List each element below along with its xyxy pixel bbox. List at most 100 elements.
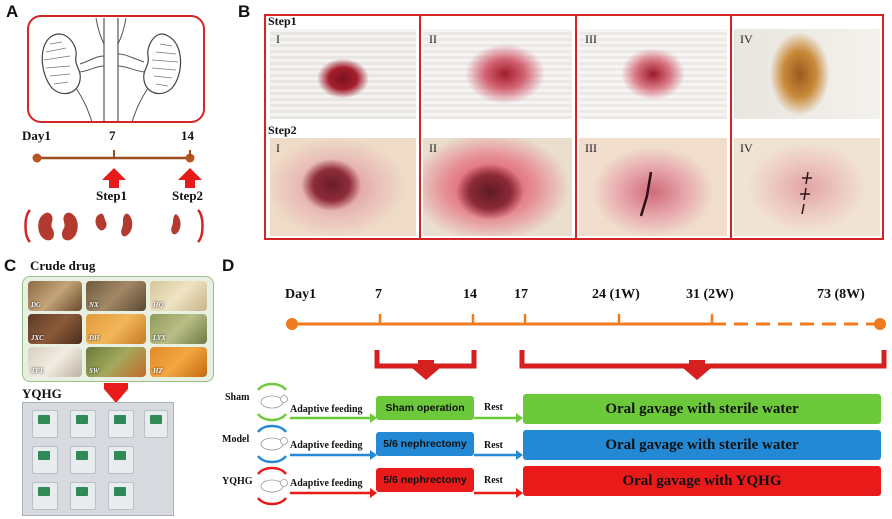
renal-vessels — [79, 53, 145, 73]
kidney-icon-4 — [121, 213, 133, 237]
sachet — [108, 482, 134, 510]
timeline-d-end-dot — [874, 318, 886, 330]
herb-hz: HZ — [150, 347, 207, 377]
step2-photo-2-roman: II — [429, 141, 437, 155]
timeline-d-label-14: 14 — [463, 287, 477, 302]
step2-photo-3: III — [579, 138, 727, 236]
yqhg-arc-bottom — [257, 497, 287, 506]
panel-b-step2-label: Step2 — [268, 123, 297, 137]
yqhg-treatment-box: Oral gavage with YQHG — [523, 466, 881, 496]
step1-photo-4: IV — [734, 29, 880, 119]
step2-photo-4-roman: IV — [740, 141, 753, 155]
timeline-a-start-dot — [32, 153, 42, 163]
kidney-icon-3 — [95, 213, 107, 231]
herb-sw-label: SW — [89, 367, 100, 375]
timeline-d-label-7: 7 — [375, 287, 382, 302]
sachet — [108, 410, 134, 438]
incision-line — [639, 171, 653, 217]
kidney-icon-5 — [171, 214, 181, 235]
herb-sw: SW — [86, 347, 146, 377]
sham-surgery-box: Sham operation — [376, 396, 474, 420]
anatomy-frame — [27, 15, 205, 123]
left-kidney-shape — [41, 33, 81, 95]
model-arc-bottom — [257, 455, 287, 464]
model-feeding-label: Adaptive feeding — [290, 440, 363, 451]
herb-dg: DG — [28, 281, 82, 311]
timeline-d-label-24: 24 (1W) — [592, 287, 640, 302]
herb-nx: NX — [86, 281, 146, 311]
kidney-row-right-bracket — [196, 209, 204, 243]
sachet — [108, 446, 134, 474]
down-arrow-icon — [104, 383, 128, 403]
group-label-sham: Sham — [225, 392, 250, 403]
right-kidney-hatch — [151, 43, 179, 87]
step1-photo-2: II — [423, 29, 572, 119]
yqhg-surgery-box: 5/6 nephrectomy — [376, 468, 474, 492]
step1-photo-4-roman: IV — [740, 32, 753, 46]
step2-up-arrow — [178, 168, 202, 188]
ureters — [75, 87, 149, 123]
sachet — [144, 410, 168, 438]
kidney-icon-2 — [62, 212, 78, 241]
sachet — [70, 482, 96, 510]
timeline-d-start-dot — [286, 318, 298, 330]
step1-up-arrow — [102, 168, 126, 188]
surgery-bracket — [374, 350, 477, 369]
treatment-bracket — [519, 350, 887, 369]
sham-arc-bottom — [257, 413, 287, 422]
group-label-model: Model — [222, 434, 250, 445]
step1-photo-3-roman: III — [585, 32, 597, 46]
sham-feeding-label: Adaptive feeding — [290, 404, 363, 415]
yqhg-product-label: YQHG — [22, 386, 62, 401]
step2-photo-2: II — [423, 138, 572, 236]
timeline-d-label-73: 73 (8W) — [817, 287, 865, 302]
herb-tfl-label: TFL — [31, 367, 45, 375]
step1-photo-2-roman: II — [429, 32, 437, 46]
sachet — [32, 410, 58, 438]
step1-label: Step1 — [96, 188, 128, 203]
sachet — [32, 446, 58, 474]
group-label-yqhg: YQHG — [222, 476, 253, 487]
left-kidney-hatch — [43, 41, 71, 85]
herb-nx-label: NX — [89, 301, 99, 309]
herb-tfl: TFL — [28, 347, 82, 377]
sachet — [32, 482, 58, 510]
timeline-a-14-label: 14 — [181, 128, 194, 143]
kidney-icon-1 — [38, 212, 54, 241]
crude-drug-title: Crude drug — [30, 258, 96, 273]
herb-dh: DH — [86, 314, 146, 344]
timeline-d-label-31: 31 (2W) — [686, 287, 734, 302]
herb-jxc-label: JXC — [31, 334, 44, 342]
surgery-bracket-arrow — [412, 360, 440, 380]
step1-photo-1: I — [270, 29, 416, 119]
sham-arc-top — [257, 382, 287, 391]
herb-hq: HQ — [150, 281, 207, 311]
herb-hq-label: HQ — [153, 301, 164, 309]
step2-photo-4: IV — [734, 138, 880, 236]
timeline-a-7-label: 7 — [109, 128, 116, 143]
panel-label-c: C — [4, 256, 17, 275]
step2-photo-1-roman: I — [276, 141, 280, 155]
panel-label-b: B — [238, 2, 251, 21]
upper-vessels — [95, 17, 127, 45]
step1-photo-1-roman: I — [276, 32, 280, 46]
herb-dh-label: DH — [89, 334, 100, 342]
rat-icon — [260, 395, 288, 493]
step2-photo-1: I — [270, 138, 416, 236]
aorta-vessel — [103, 18, 119, 122]
panel-label-a: A — [6, 2, 19, 21]
step2-photo-3-roman: III — [585, 141, 597, 155]
herb-dg-label: DG — [31, 301, 42, 309]
model-rest-label: Rest — [484, 440, 503, 451]
treatment-bracket-arrow — [683, 360, 711, 380]
model-arc-top — [257, 424, 287, 433]
yqhg-feeding-label: Adaptive feeding — [290, 478, 363, 489]
panel-b-step1-label: Step1 — [268, 14, 297, 28]
step2-label: Step2 — [172, 188, 204, 203]
herb-lyx: LYX — [150, 314, 207, 344]
timeline-a-day1-label: Day1 — [22, 128, 51, 143]
herb-lyx-label: LYX — [153, 334, 166, 342]
sachet — [70, 410, 96, 438]
right-kidney-shape — [143, 33, 182, 95]
frame-divider-2 — [575, 14, 577, 240]
